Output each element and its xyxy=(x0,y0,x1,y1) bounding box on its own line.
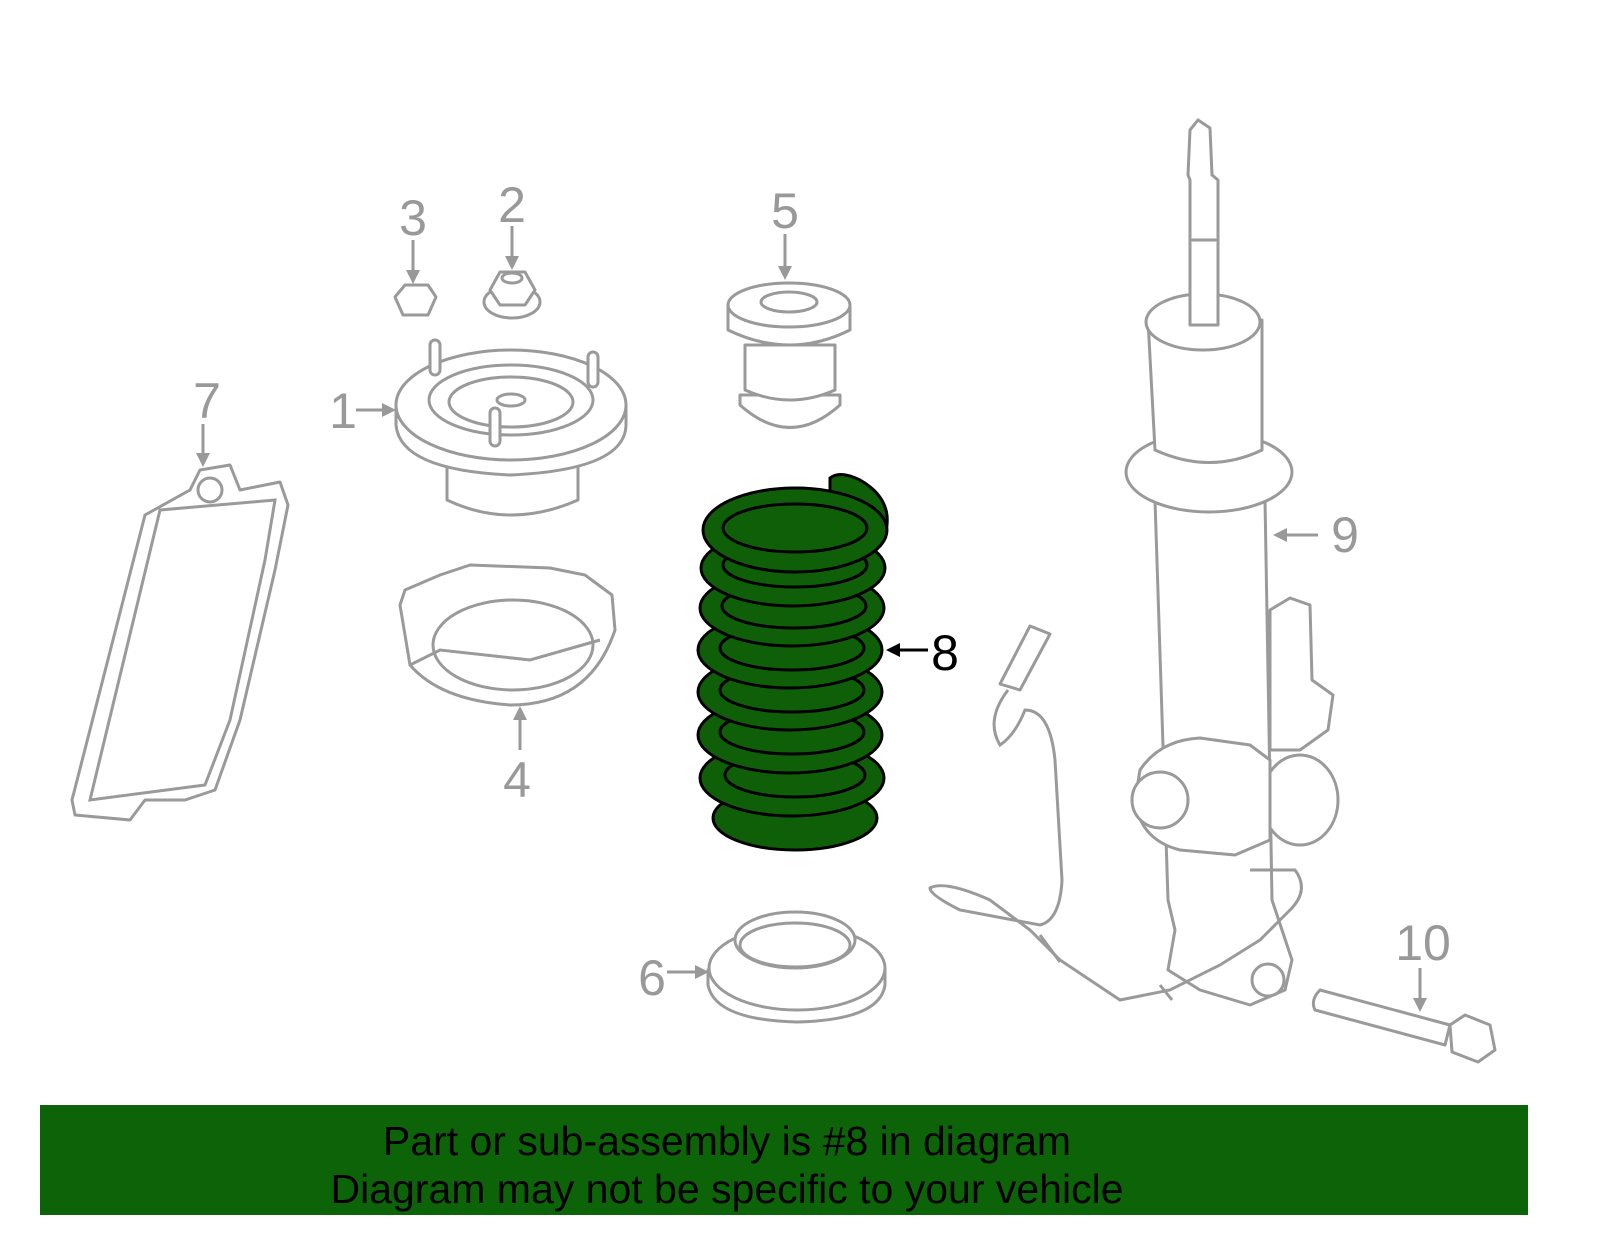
callout-2: 2 xyxy=(498,177,526,270)
part-8-coil-spring[interactable] xyxy=(696,473,889,852)
callout-7: 7 xyxy=(193,373,221,467)
callout-1: 1 xyxy=(329,383,396,439)
callout-4: 4 xyxy=(503,706,531,808)
svg-text:9: 9 xyxy=(1331,507,1359,563)
part-5-bump-stop[interactable] xyxy=(726,281,852,429)
part-2-flange-nut[interactable] xyxy=(482,270,542,320)
svg-text:7: 7 xyxy=(193,373,221,429)
banner-line-2: Diagram may not be specific to your vehi… xyxy=(330,1166,1124,1212)
callout-9: 9 xyxy=(1273,507,1359,563)
svg-text:3: 3 xyxy=(399,190,427,246)
svg-text:1: 1 xyxy=(329,383,357,439)
callout-6: 6 xyxy=(638,950,709,1006)
callout-3: 3 xyxy=(399,190,427,284)
part-9-shock-absorber[interactable] xyxy=(1124,118,1340,1007)
svg-text:10: 10 xyxy=(1395,915,1451,971)
svg-text:8: 8 xyxy=(931,625,959,681)
sensor-wire[interactable] xyxy=(928,624,1303,1002)
part-1-strut-mount[interactable] xyxy=(394,338,628,517)
info-banner: Part or sub-assembly is #8 in diagram Di… xyxy=(40,1105,1528,1215)
svg-text:6: 6 xyxy=(638,950,666,1006)
svg-text:5: 5 xyxy=(771,183,799,239)
part-4-spring-seat[interactable] xyxy=(398,563,617,707)
part-6-lower-seat[interactable] xyxy=(706,910,887,1024)
banner-line-1: Part or sub-assembly is #8 in diagram xyxy=(382,1118,1072,1164)
callout-10: 10 xyxy=(1395,915,1451,1012)
svg-text:4: 4 xyxy=(503,752,531,808)
part-3-nut[interactable] xyxy=(393,283,438,317)
callout-5: 5 xyxy=(771,183,799,280)
callout-8: 8 xyxy=(886,625,959,681)
part-7-shield[interactable] xyxy=(70,463,290,822)
svg-text:2: 2 xyxy=(498,177,526,233)
part-10-bolt[interactable] xyxy=(1311,988,1497,1064)
